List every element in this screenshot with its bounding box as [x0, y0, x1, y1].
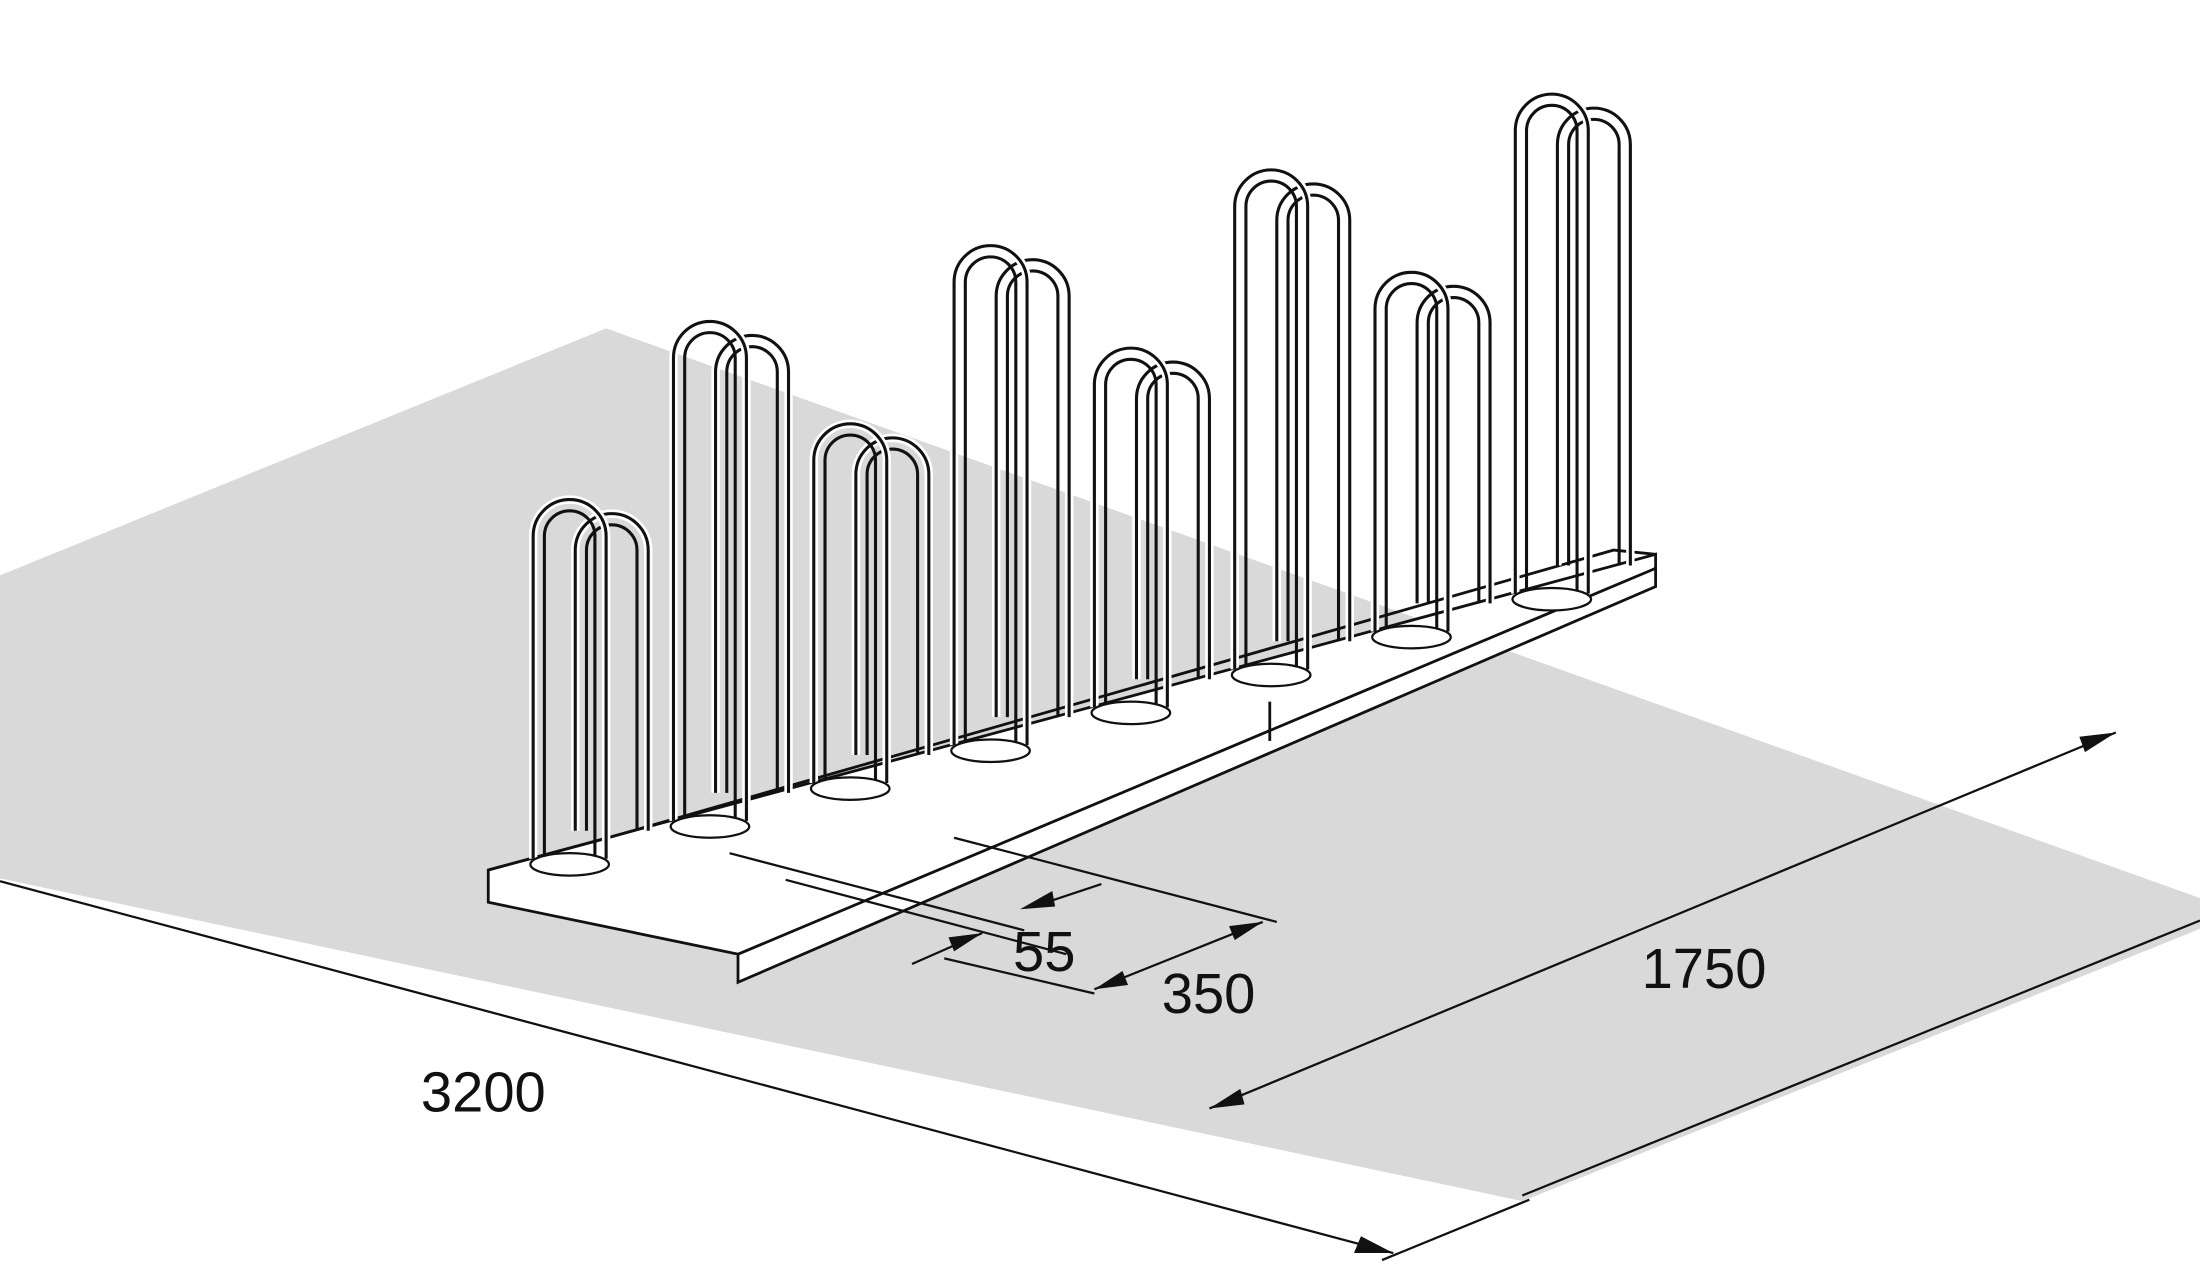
rack-loop-front [1092, 346, 1169, 708]
arrowhead [1209, 1088, 1245, 1109]
loop-base-plate [1511, 586, 1593, 612]
loop-base-plate [1230, 662, 1312, 688]
loop-base-plate [1090, 700, 1172, 726]
rack-loop-back [854, 436, 931, 755]
rack-loop-front [531, 498, 608, 859]
rack-loop-back [714, 333, 791, 793]
rack-loop-front [812, 422, 889, 784]
length-dimension-line [0, 880, 1394, 1255]
rack-loop-front [1373, 270, 1450, 632]
rack-loop-front-inner [963, 255, 1018, 746]
arrowhead [948, 933, 983, 952]
rack-loop-back [1275, 182, 1352, 642]
rack-loop-back-inner [865, 447, 920, 755]
rack-loop-front-inner [1244, 179, 1298, 670]
arrowheads [948, 732, 2116, 1254]
dimension-label-length: 3200 [421, 1060, 546, 1123]
arrowhead [1020, 891, 1056, 910]
loop-base-plate [809, 776, 891, 801]
loop-base-plate [1371, 624, 1452, 650]
rack-loop-back [1134, 360, 1211, 680]
rack-loop-back [1415, 284, 1492, 604]
arrowhead [2079, 732, 2116, 753]
dimension-label-spacing: 350 [1162, 962, 1256, 1025]
rack-loop-front [952, 244, 1029, 746]
dimension-label-depth: 1750 [1642, 937, 1767, 1000]
dimension-label-tube-offset: 55 [1013, 920, 1075, 983]
arrowhead [1229, 921, 1263, 941]
rack-loop-front-inner [823, 433, 878, 784]
loop-base-plate [950, 738, 1031, 764]
spacing-extension-a [944, 957, 1095, 995]
rack-loop-back [573, 512, 650, 831]
base-rail-edge [737, 567, 1657, 956]
offset-extension-b [729, 852, 1025, 932]
rack-loop-front-inner [542, 509, 597, 859]
rack-loop-back [1555, 106, 1632, 566]
rack-loop-back-inner [1005, 269, 1060, 718]
rack-loop-front [671, 319, 748, 821]
depth-extension-line [1521, 919, 2200, 1197]
rack-loop-back-inner [725, 345, 779, 793]
loop-base-plate [529, 852, 611, 877]
length-extension-line [1381, 1198, 1530, 1262]
dimension-lines [0, 731, 2200, 1262]
spacing-extension-b [953, 836, 1278, 924]
rack-loop-back-inner [584, 523, 639, 831]
rack-loop-back-inner [1286, 193, 1341, 642]
depth-dimension-line [1209, 731, 2117, 1110]
rack-loop-back [994, 258, 1071, 718]
rack-loop-front [1513, 92, 1590, 594]
rack-loop-back-inner [1567, 117, 1621, 566]
rack-loop-front-inner [1524, 103, 1579, 594]
loop-base-plate [669, 814, 751, 839]
rack-loop-front [1233, 168, 1310, 670]
bike-rack [486, 89, 1658, 985]
rack-loop-front-inner [1384, 282, 1439, 632]
arrowhead [1094, 971, 1129, 990]
arrowhead [1353, 1236, 1394, 1254]
rack-loop-front-inner [1104, 357, 1158, 708]
rack-loop-back-inner [1426, 296, 1481, 604]
rack-loop-back-inner [1146, 371, 1200, 680]
rack-loop-front-inner [683, 331, 737, 821]
offset-extension-a [785, 878, 1067, 956]
